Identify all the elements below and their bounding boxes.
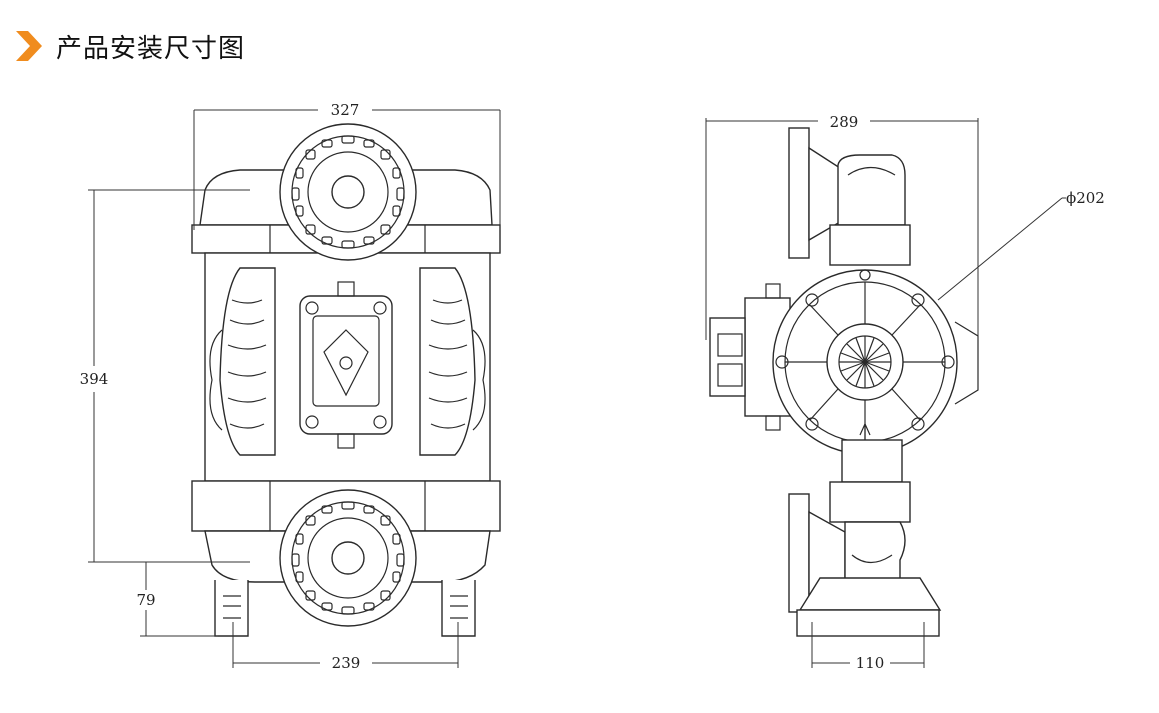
dim-inlet-height: 79: [136, 591, 155, 609]
dim-front-width: 327: [331, 101, 360, 119]
top-flange: [279, 123, 417, 261]
section-header: 产品安装尺寸图: [16, 26, 245, 66]
dim-front-height: 394: [80, 370, 109, 388]
dim-side-width: 289: [830, 113, 859, 131]
dim-base-width: 239: [332, 654, 361, 672]
chevron-right-icon: [16, 31, 42, 61]
bottom-flange: [279, 489, 417, 627]
side-dimensions: 289 ϕ202 110: [705, 113, 1105, 672]
front-dimensions: 327 394 79 239: [80, 101, 501, 672]
pump-front-view: [191, 123, 501, 637]
pump-side-view: [709, 127, 979, 637]
page-title: 产品安装尺寸图: [56, 33, 246, 64]
dim-diameter: ϕ202: [1066, 189, 1105, 207]
dim-side-base: 110: [856, 654, 885, 672]
